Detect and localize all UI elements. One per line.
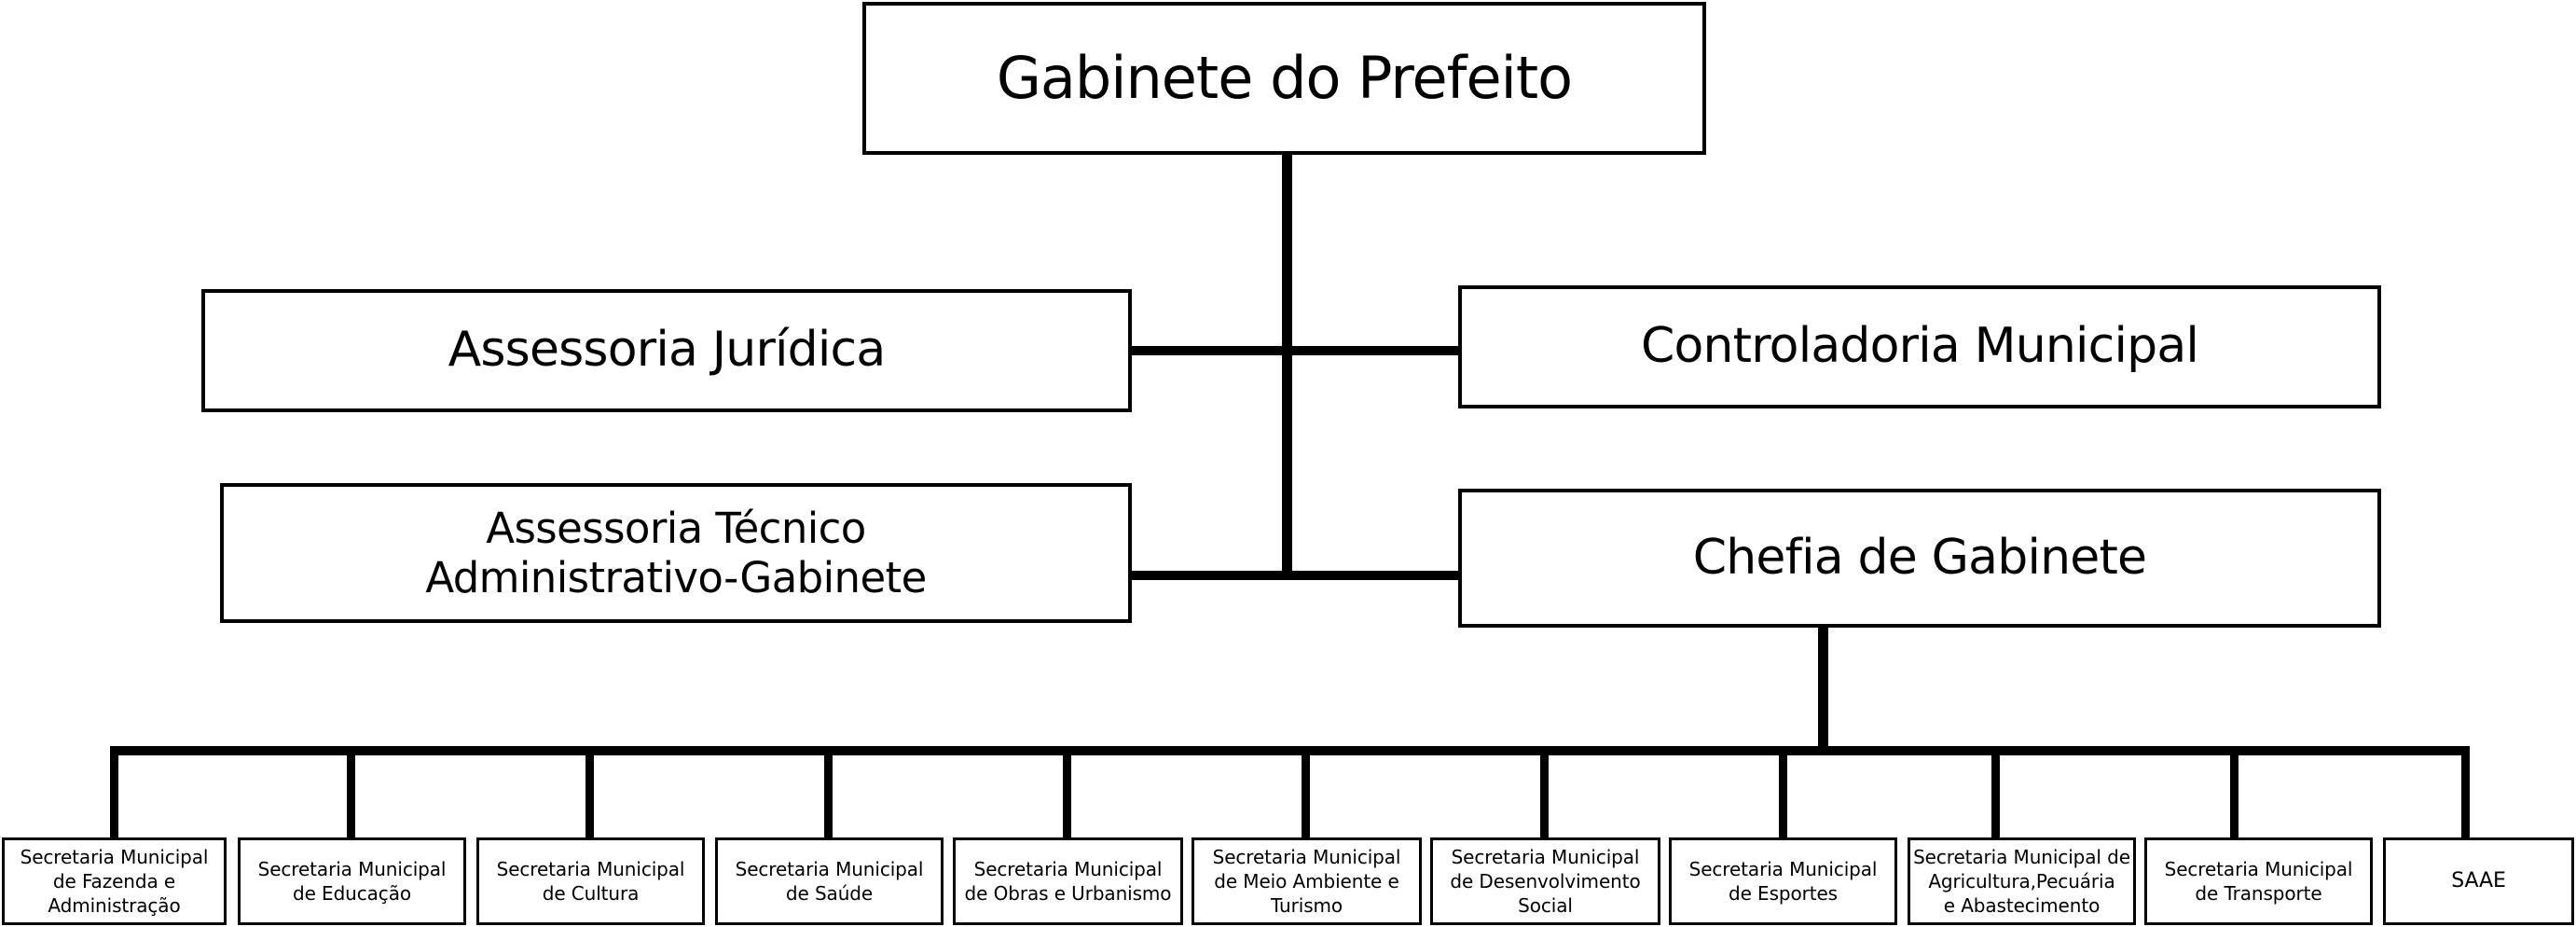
node-secretaria-meio-ambiente-turismo[interactable]: Secretaria Municipal de Meio Ambiente e … <box>1192 837 1422 925</box>
department-stem-2 <box>347 746 355 839</box>
department-stem-7 <box>1540 746 1549 839</box>
department-stem-11 <box>2461 746 2470 839</box>
department-stem-1 <box>110 746 118 839</box>
node-secretaria-agricultura-pecuaria-abastecimento[interactable]: Secretaria Municipal de Agricultura,Pecu… <box>1908 837 2136 925</box>
node-secretaria-esportes[interactable]: Secretaria Municipal de Esportes <box>1669 837 1897 925</box>
trunk-chief-vertical <box>1818 628 1828 754</box>
node-assessoria-tecnico-administrativo[interactable]: Assessoria Técnico Administrativo-Gabine… <box>220 483 1132 623</box>
connector-row2-horizontal <box>1126 346 1462 355</box>
department-stem-9 <box>1991 746 2000 839</box>
department-stem-6 <box>1302 746 1310 839</box>
department-stem-3 <box>585 746 594 839</box>
node-secretaria-fazenda-administracao[interactable]: Secretaria Municipal de Fazenda e Admini… <box>2 837 227 925</box>
node-secretaria-desenvolvimento-social[interactable]: Secretaria Municipal de Desenvolvimento … <box>1430 837 1660 925</box>
node-secretaria-obras-urbanismo[interactable]: Secretaria Municipal de Obras e Urbanism… <box>953 837 1183 925</box>
department-stem-8 <box>1779 746 1787 839</box>
node-gabinete-do-prefeito[interactable]: Gabinete do Prefeito <box>862 2 1706 155</box>
department-stem-4 <box>824 746 833 839</box>
node-secretaria-transporte[interactable]: Secretaria Municipal de Transporte <box>2144 837 2373 925</box>
trunk-root-vertical <box>1282 151 1292 580</box>
node-secretaria-saude[interactable]: Secretaria Municipal de Saúde <box>715 837 944 925</box>
department-stem-10 <box>2230 746 2239 839</box>
department-bus-horizontal <box>110 746 2469 755</box>
node-secretaria-cultura[interactable]: Secretaria Municipal de Cultura <box>476 837 705 925</box>
node-chefia-de-gabinete[interactable]: Chefia de Gabinete <box>1458 489 2381 628</box>
node-saae[interactable]: SAAE <box>2383 837 2574 925</box>
connector-row3-horizontal <box>1126 571 1462 580</box>
node-secretaria-educacao[interactable]: Secretaria Municipal de Educação <box>238 837 466 925</box>
node-assessoria-juridica[interactable]: Assessoria Jurídica <box>201 289 1132 412</box>
department-stem-5 <box>1063 746 1071 839</box>
node-controladoria-municipal[interactable]: Controladoria Municipal <box>1458 285 2381 408</box>
